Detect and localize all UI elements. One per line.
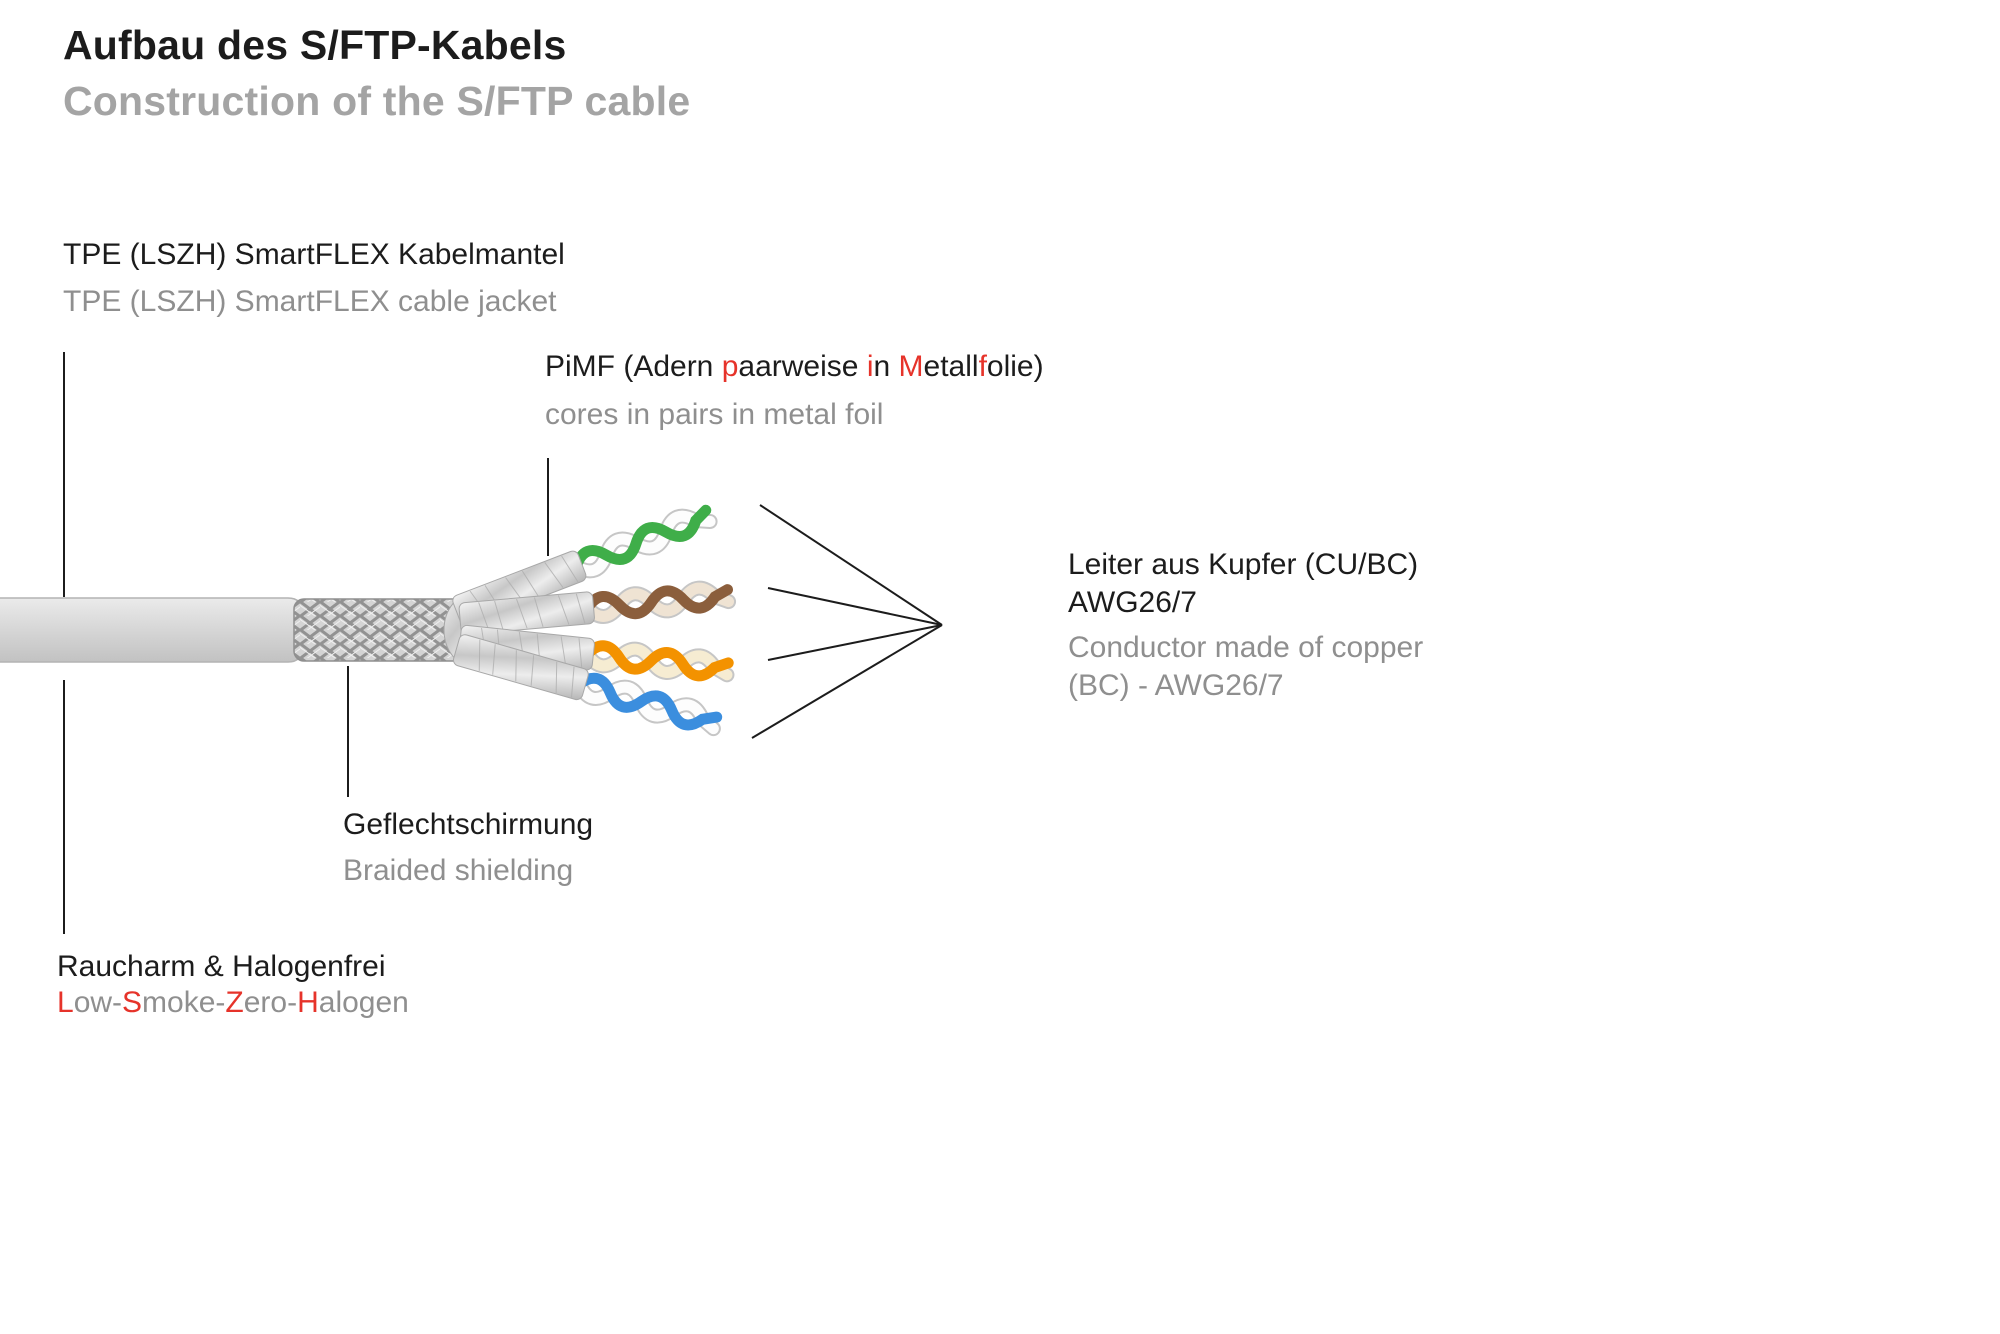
wire-green [570,504,712,572]
callout-lines [63,352,549,934]
wire-blue [574,672,723,731]
braid-label-en: Braided shielding [343,854,574,887]
page-title: Aufbau des S/FTP-Kabels [63,22,567,68]
lszh-label-de: Raucharm & Halogenfrei [57,950,386,983]
jacket-label-en: TPE (LSZH) SmartFLEX cable jacket [63,285,557,318]
conductor-label-de-2: AWG26/7 [1068,586,1197,619]
twisted-pair-brown [458,580,737,635]
pimf-label-en: cores in pairs in metal foil [545,398,884,431]
conductor-label-en-1: Conductor made of copper [1068,631,1424,664]
pimf-label-de: PiMF (Adern paarweise in Metallfolie) [545,350,1044,383]
braided-shield [293,598,467,662]
wire-brown [582,584,733,620]
conductor-label: Leiter aus Kupfer (CU/BC) AWG26/7 Conduc… [1068,546,1423,705]
page-subtitle: Construction of the S/FTP cable [63,78,691,124]
twisted-pair-blue [452,634,723,737]
wire-orange [581,640,734,682]
braid-label-de: Geflechtschirmung [343,808,594,841]
conductor-fan-lines [751,504,943,739]
lszh-label-en: Low-Smoke-Zero-Halogen [57,986,409,1019]
cable-jacket [0,597,303,663]
jacket-label-de: TPE (LSZH) SmartFLEX Kabelmantel [63,238,565,271]
pair-foil-blue [452,634,589,701]
conductor-label-en-2: (BC) - AWG26/7 [1068,669,1284,702]
conductor-label-de-1: Leiter aus Kupfer (CU/BC) [1068,548,1419,581]
